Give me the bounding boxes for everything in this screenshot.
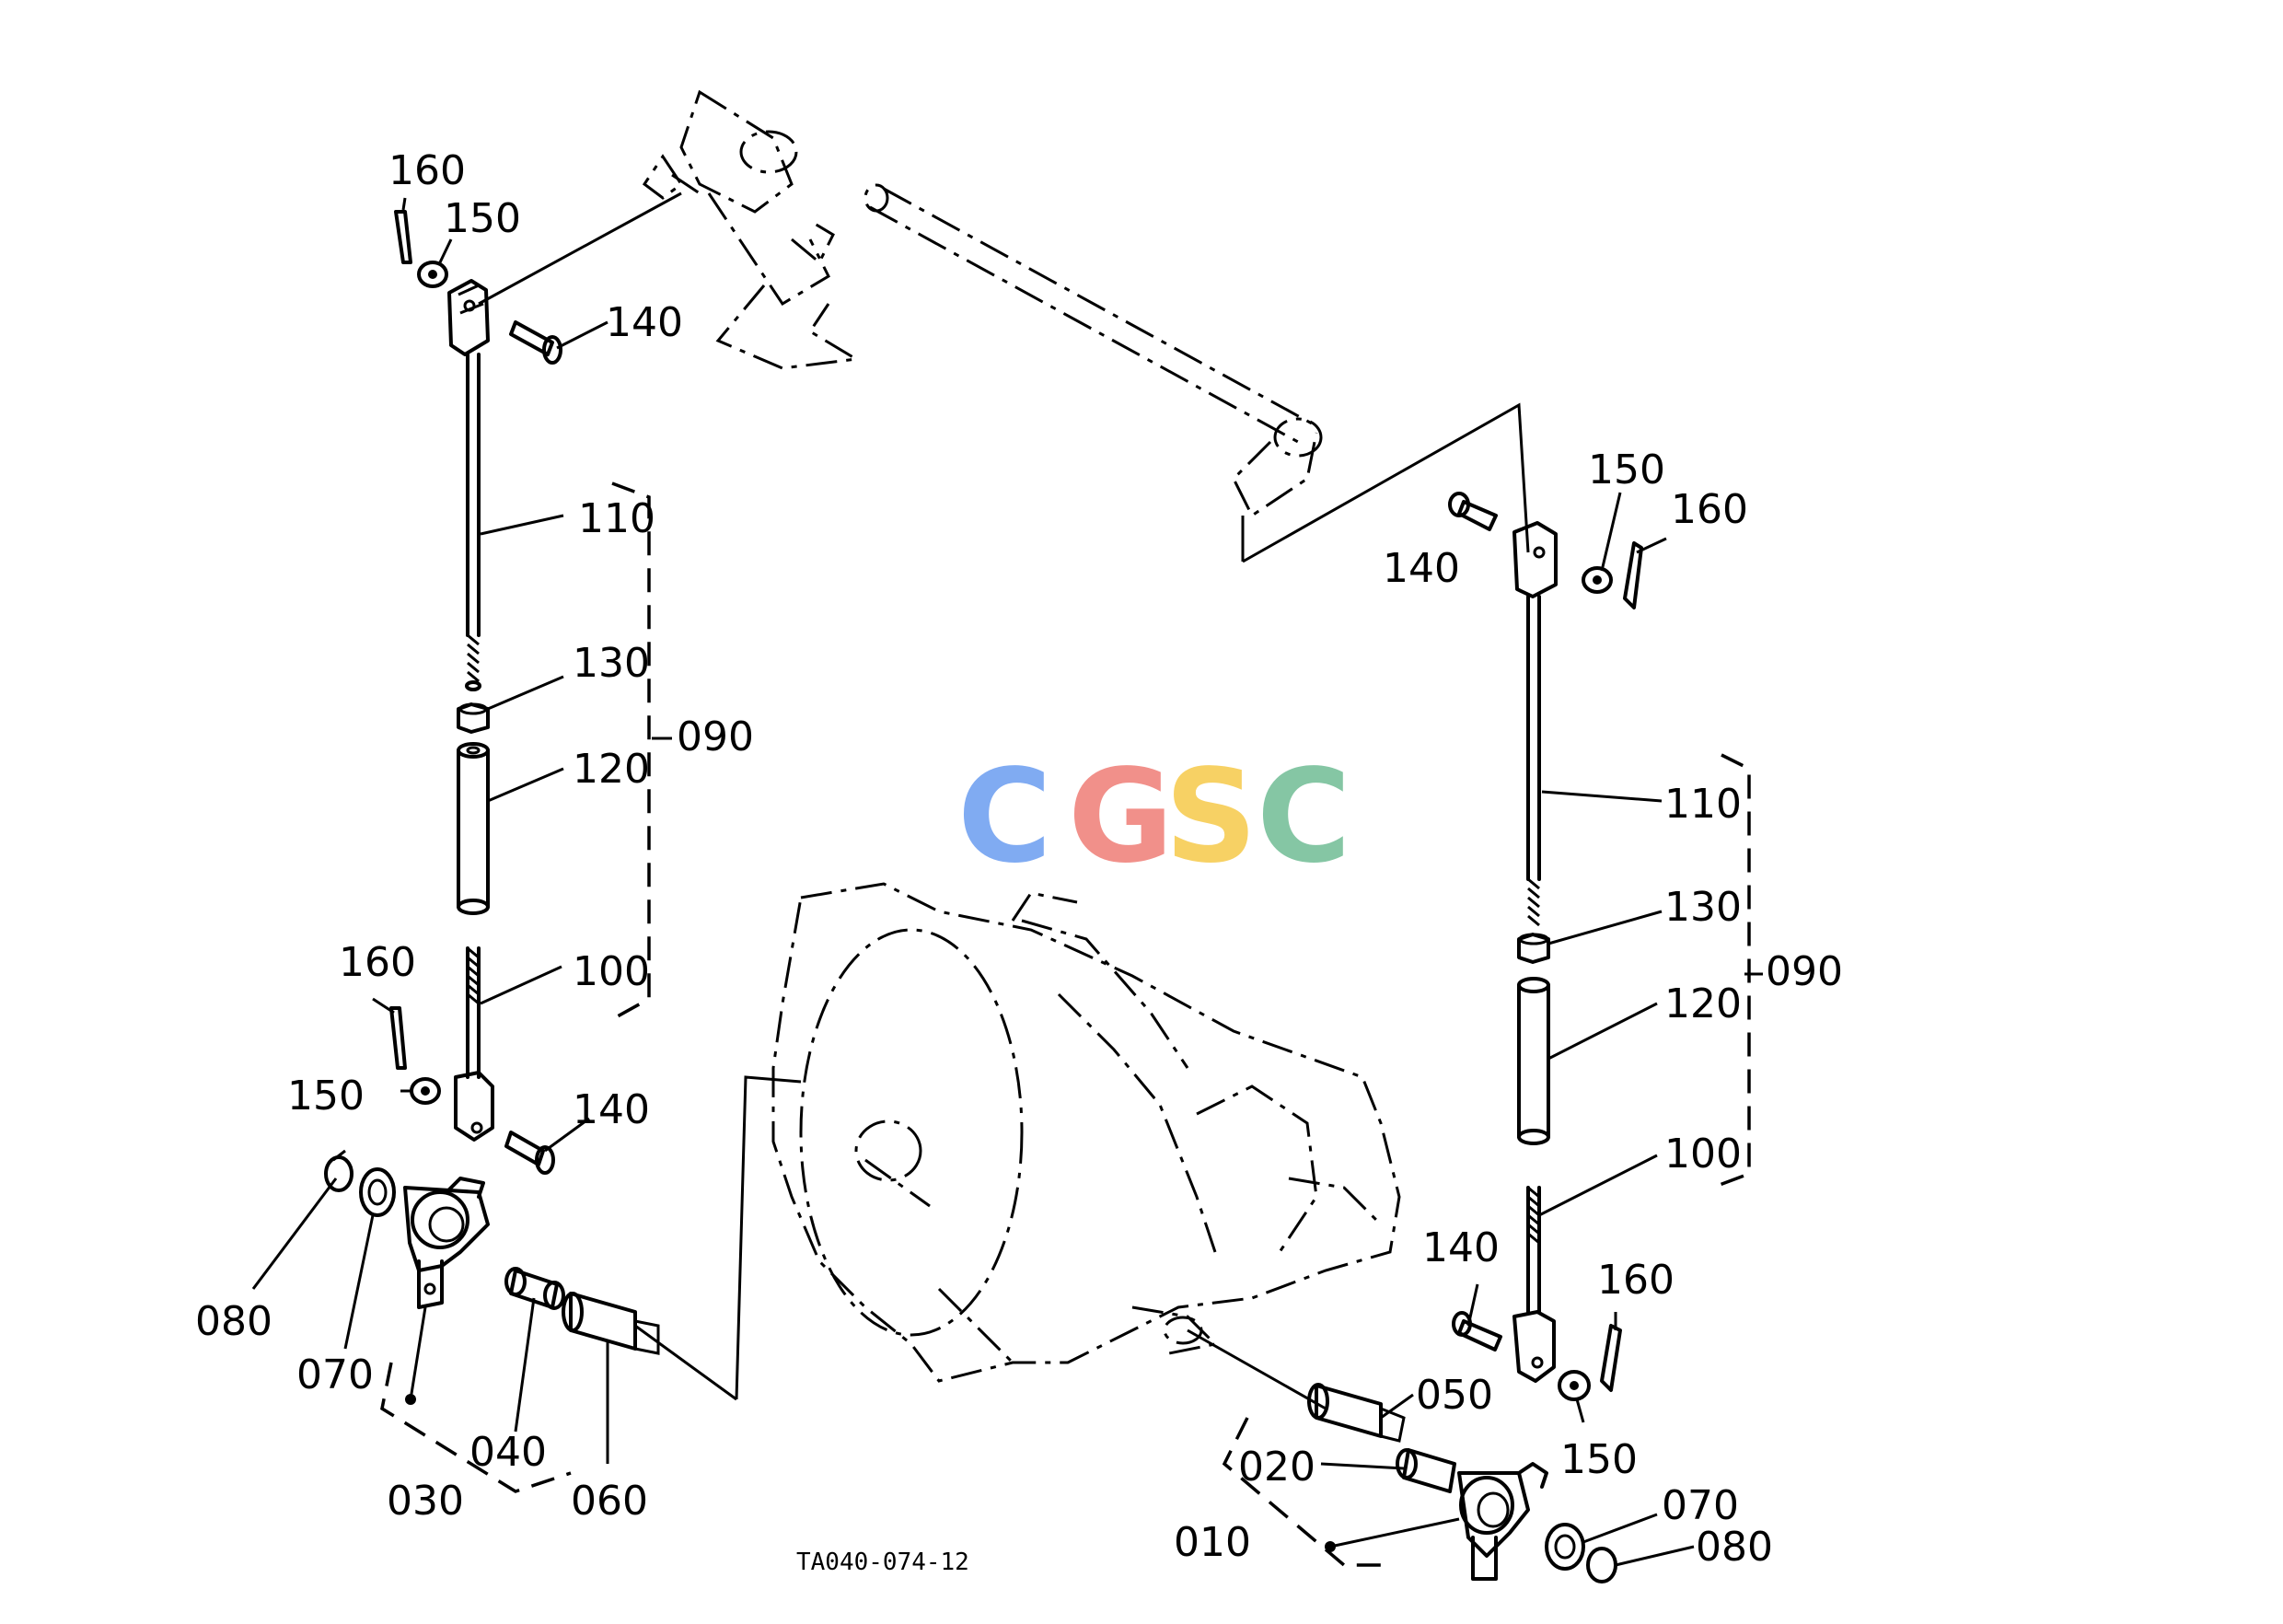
label-140: 140 — [606, 299, 683, 346]
label-130: 130 — [573, 640, 650, 687]
logo-letter-s: S — [1165, 742, 1257, 892]
label-070: 070 — [1662, 1482, 1739, 1529]
logo-letter-c2: C — [1257, 742, 1351, 892]
label-010: 010 — [1174, 1519, 1251, 1566]
label-150: 150 — [1560, 1436, 1638, 1483]
label-030: 030 — [387, 1478, 464, 1525]
right-leader-lines — [1320, 492, 1763, 1567]
label-050: 050 — [1416, 1372, 1493, 1419]
label-160: 160 — [339, 939, 416, 986]
left-leader-lines — [251, 197, 672, 1464]
connection-lines — [478, 191, 1530, 1410]
label-080: 080 — [1696, 1524, 1773, 1571]
transmission-housing-outline — [771, 882, 1401, 1383]
label-060: 060 — [571, 1478, 648, 1525]
label-160: 160 — [1671, 486, 1748, 533]
label-110: 110 — [1664, 781, 1742, 828]
left-rod-assembly — [324, 210, 660, 1493]
cgsc-watermark-logo: C G S C — [957, 742, 1351, 892]
label-090: 090 — [677, 713, 754, 760]
logo-letter-c1: C — [957, 742, 1052, 892]
drawing-code: TA040-074-12 — [796, 1549, 969, 1576]
cross-shaft-outline — [863, 183, 1323, 518]
label-080: 080 — [195, 1298, 272, 1345]
label-090: 090 — [1766, 948, 1843, 995]
logo-letter-g: G — [1068, 742, 1174, 892]
label-130: 130 — [1664, 884, 1742, 931]
label-120: 120 — [1664, 980, 1742, 1027]
label-160: 160 — [388, 147, 466, 194]
label-140: 140 — [1383, 545, 1460, 592]
label-100: 100 — [1664, 1131, 1742, 1177]
label-070: 070 — [296, 1351, 374, 1398]
part-labels: 160 150 140 110 130 120 090 100 160 150 … — [195, 147, 1843, 1571]
label-150: 150 — [287, 1073, 365, 1119]
label-150: 150 — [444, 195, 521, 242]
label-140: 140 — [1422, 1224, 1500, 1271]
label-100: 100 — [573, 948, 650, 995]
label-160: 160 — [1597, 1257, 1675, 1304]
right-rod-assembly — [1222, 492, 1751, 1583]
label-150: 150 — [1588, 447, 1665, 493]
label-110: 110 — [578, 495, 655, 542]
label-020: 020 — [1238, 1444, 1315, 1491]
label-040: 040 — [469, 1429, 547, 1476]
clutch-pedal-outline — [642, 89, 861, 370]
label-140: 140 — [573, 1086, 650, 1133]
label-120: 120 — [573, 746, 650, 793]
